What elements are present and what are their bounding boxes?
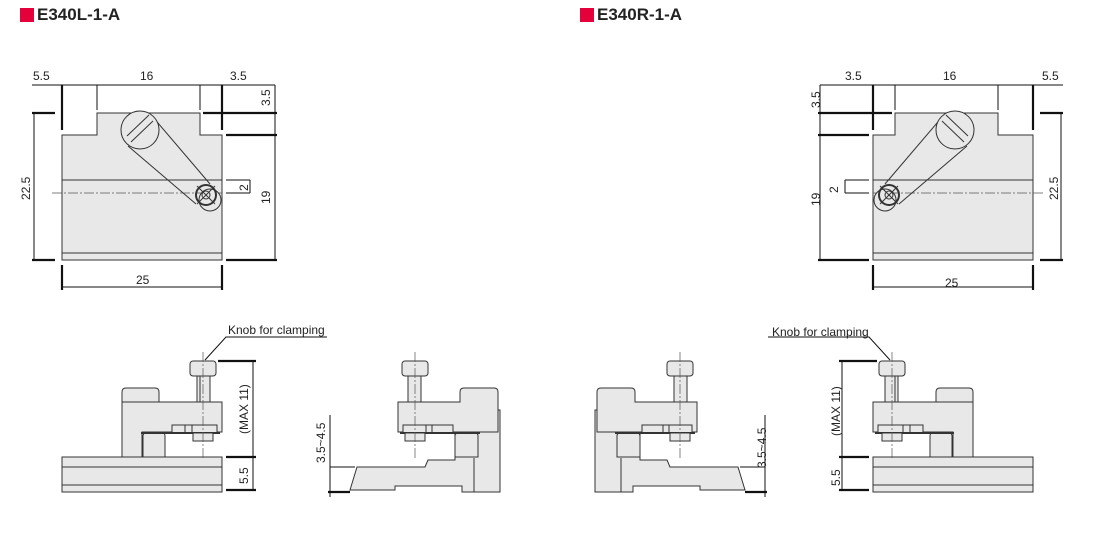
- dim-range: 3.5~4.5: [755, 427, 769, 468]
- dim-right: 5.5: [1042, 69, 1059, 83]
- dim-left: 3.5: [845, 69, 862, 83]
- dim-offset: 2: [827, 186, 841, 193]
- dim-height: 22.5: [19, 176, 33, 200]
- red-square-icon: [580, 8, 594, 22]
- title-text: E340R-1-A: [597, 5, 683, 24]
- dim-left: 5.5: [33, 69, 50, 83]
- dim-width: 25: [136, 273, 150, 287]
- title-text: E340L-1-A: [37, 5, 121, 24]
- dim-inner: 19: [809, 192, 823, 206]
- dim-center: 16: [943, 69, 957, 83]
- dim-tab: 3.5: [809, 91, 823, 108]
- dim-offset: 2: [237, 184, 251, 191]
- dim-right: 3.5: [230, 69, 247, 83]
- dim-height: 22.5: [1047, 176, 1061, 200]
- dim-range: 3.5~4.5: [314, 422, 328, 463]
- knob-label: Knob for clamping: [772, 325, 869, 339]
- red-square-icon: [20, 8, 34, 22]
- right-labels: 3.5 16 5.5 3.5 22.5 19 2 25 Knob for cla…: [755, 69, 1061, 486]
- dim-tab: 3.5: [259, 89, 273, 106]
- dim-base: 5.5: [237, 467, 251, 484]
- model-title-left: E340L-1-A: [20, 5, 120, 25]
- e340l-drawing: [30, 83, 502, 499]
- model-title-right: E340R-1-A: [580, 5, 682, 25]
- dim-width: 25: [945, 276, 959, 290]
- knob-label: Knob for clamping: [228, 323, 325, 337]
- left-labels: 5.5 16 3.5 3.5 22.5 19 2 25 Knob for cla…: [19, 69, 328, 484]
- dim-center: 16: [140, 69, 154, 83]
- dim-max: (MAX 11): [829, 386, 843, 436]
- dim-max: (MAX 11): [237, 384, 251, 434]
- dim-inner: 19: [259, 190, 273, 204]
- dim-base: 5.5: [829, 469, 843, 486]
